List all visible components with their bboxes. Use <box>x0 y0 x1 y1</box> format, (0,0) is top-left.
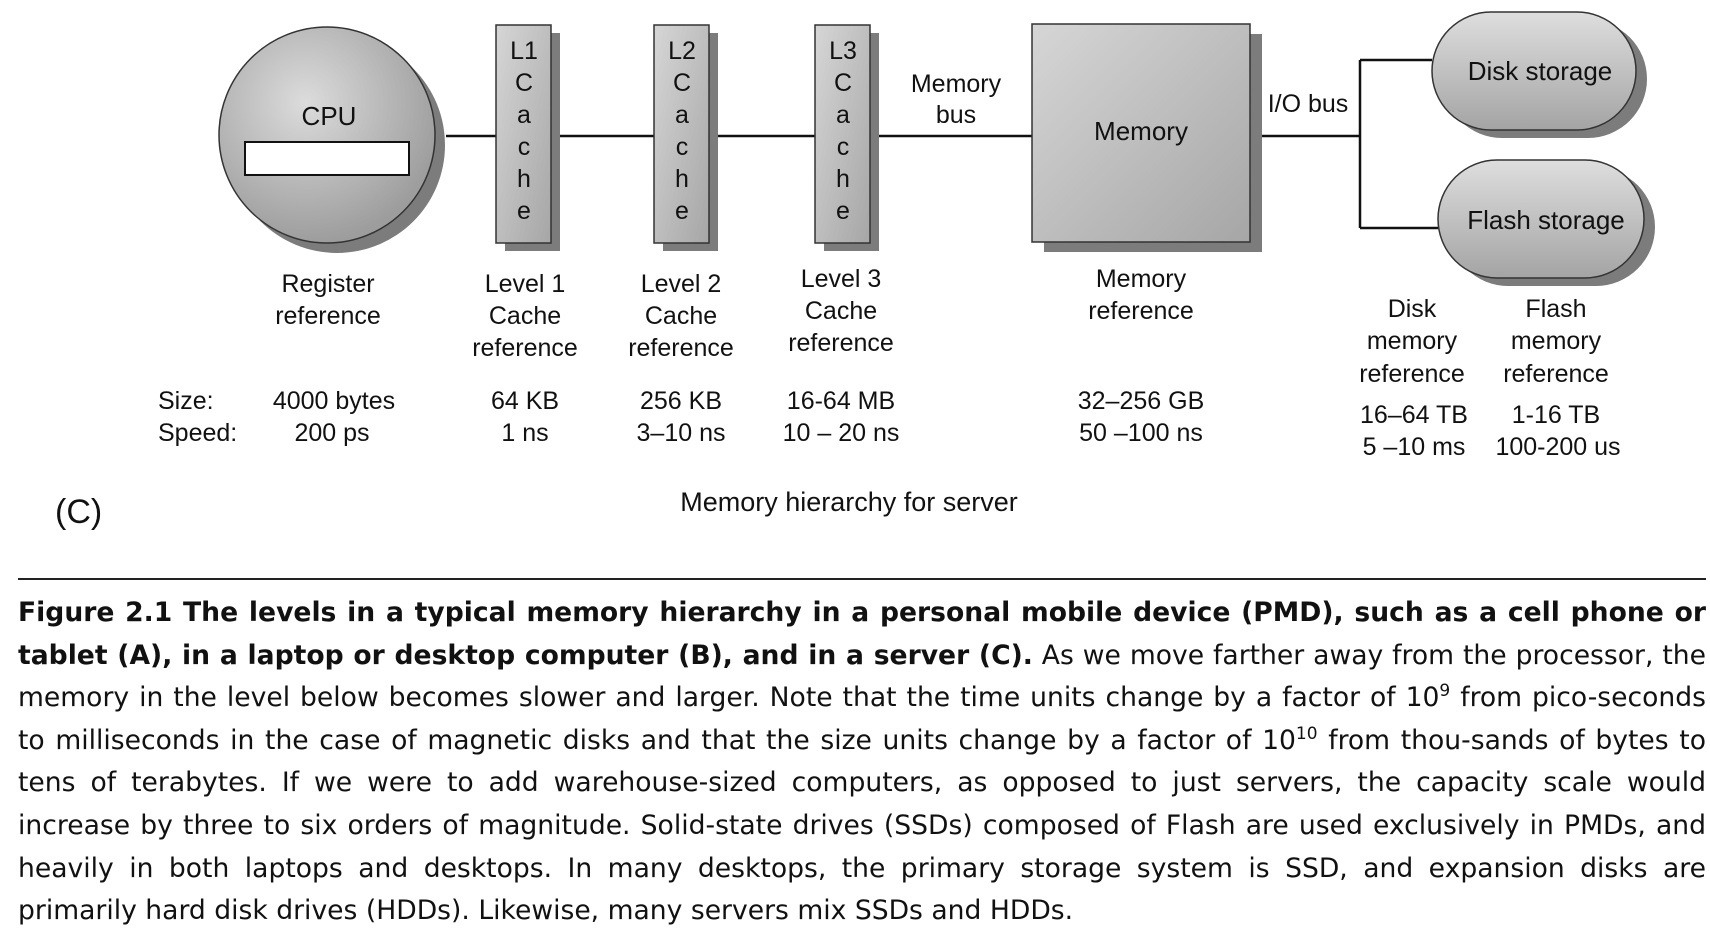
cache-label-char: e <box>836 197 850 225</box>
cache-label-char: h <box>675 165 689 193</box>
disk-caption-line: reference <box>1359 360 1465 388</box>
cache-speed: 1 ns <box>501 419 548 447</box>
diagram-title: Memory hierarchy for server <box>680 487 1018 517</box>
cache-label-char: C <box>834 69 852 97</box>
cache-label-char: h <box>836 165 850 193</box>
flash-storage-node: Flash storage <box>1437 159 1655 286</box>
cache-caption-line: Cache <box>489 302 561 330</box>
cache-values: 64 KB 1 ns 256 KB 3–10 ns 16-64 MB 10 – 20 ns <box>491 387 899 447</box>
disk-storage-node: Disk storage <box>1431 11 1647 138</box>
figure-caption: Figure 2.1 The levels in a typical memor… <box>18 592 1706 933</box>
io-bus-label: I/O bus <box>1268 90 1349 118</box>
memory-bus-label-line-1: Memory <box>911 70 1002 98</box>
memory-size: 32–256 GB <box>1078 387 1205 415</box>
disk-caption: Disk memory reference <box>1359 295 1465 388</box>
cache-caption-line: reference <box>472 334 578 362</box>
register-caption: Register reference <box>275 270 381 330</box>
cache-label-char: a <box>517 101 531 129</box>
memory-node: Memory <box>1031 23 1262 252</box>
speed-row-label: Speed: <box>158 419 237 447</box>
register-speed: 200 ps <box>294 419 369 447</box>
register-size: 4000 bytes <box>273 387 395 415</box>
cache-caption-line: Cache <box>805 297 877 325</box>
disk-speed: 5 –10 ms <box>1363 433 1466 461</box>
flash-storage-label: Flash storage <box>1467 205 1625 235</box>
cache-label-char: C <box>673 69 691 97</box>
cache-label-char: c <box>837 133 850 161</box>
cache-label-char: e <box>517 197 531 225</box>
registers-box <box>244 141 410 176</box>
memory-caption: Memory reference <box>1088 265 1194 325</box>
cache-label-char: L1 <box>510 37 538 65</box>
cache-captions: Level 1 Cache reference Level 2 Cache referen… <box>472 265 894 362</box>
caption-exponent: 10 <box>1295 723 1318 744</box>
caption-lead: Figure 2.1 The levels in a typical memor… <box>18 597 1706 671</box>
cache-caption-line: Level 1 <box>485 270 566 298</box>
cpu-node: CPU <box>218 26 445 253</box>
cache-speed: 3–10 ns <box>637 419 726 447</box>
caption-text: from pico-seconds to milliseconds in the… <box>18 682 1706 756</box>
cache-label-char: L3 <box>829 37 857 65</box>
cache-caption-line: Level 2 <box>641 270 722 298</box>
cache-size: 256 KB <box>640 387 722 415</box>
flash-caption-line: Flash <box>1525 295 1586 323</box>
memory-caption-line: Memory <box>1096 265 1187 293</box>
disk-size: 16–64 TB <box>1360 401 1468 429</box>
disk-caption-line: Disk <box>1388 295 1437 323</box>
cache-caption-line: Cache <box>645 302 717 330</box>
cache-label-char: c <box>676 133 689 161</box>
memory-label: Memory <box>1094 116 1188 146</box>
cpu-label: CPU <box>302 101 357 131</box>
panel-label: (C) <box>55 493 102 531</box>
bus-lines <box>446 58 1438 230</box>
cache-size: 64 KB <box>491 387 559 415</box>
disk-storage-label: Disk storage <box>1468 56 1613 86</box>
caption-text: from thou-sands of bytes to tens of tera… <box>18 724 1706 927</box>
cache-label-char: h <box>517 165 531 193</box>
cache-speed: 10 – 20 ns <box>783 419 900 447</box>
register-caption-line: reference <box>275 302 381 330</box>
memory-speed: 50 –100 ns <box>1079 419 1203 447</box>
flash-size: 1-16 TB <box>1512 401 1600 429</box>
flash-caption-line: reference <box>1503 360 1609 388</box>
flash-caption: Flash memory reference <box>1503 295 1609 388</box>
cache-caption-line: Level 3 <box>801 265 882 293</box>
caption-divider <box>18 578 1706 580</box>
disk-caption-line: memory <box>1367 327 1458 355</box>
flash-speed: 100-200 us <box>1495 433 1620 461</box>
size-row-label: Size: <box>158 387 214 415</box>
cache-label-char: L2 <box>668 37 696 65</box>
caption-text: As we move farther away from the process… <box>18 639 1706 714</box>
register-caption-line: Register <box>281 270 374 298</box>
cache-label-char: C <box>515 69 533 97</box>
cache-caption-line: reference <box>628 334 734 362</box>
cache-label-char: a <box>836 101 850 129</box>
cache-label-char: e <box>675 197 689 225</box>
memory-caption-line: reference <box>1088 297 1194 325</box>
flash-caption-line: memory <box>1511 327 1602 355</box>
cache-caption-line: reference <box>788 329 894 357</box>
cache-label-char: c <box>518 133 531 161</box>
cache-label-char: a <box>675 101 689 129</box>
memory-bus-label-line-2: bus <box>936 101 976 129</box>
cache-size: 16-64 MB <box>787 387 895 415</box>
caption-exponent: 9 <box>1439 681 1451 702</box>
